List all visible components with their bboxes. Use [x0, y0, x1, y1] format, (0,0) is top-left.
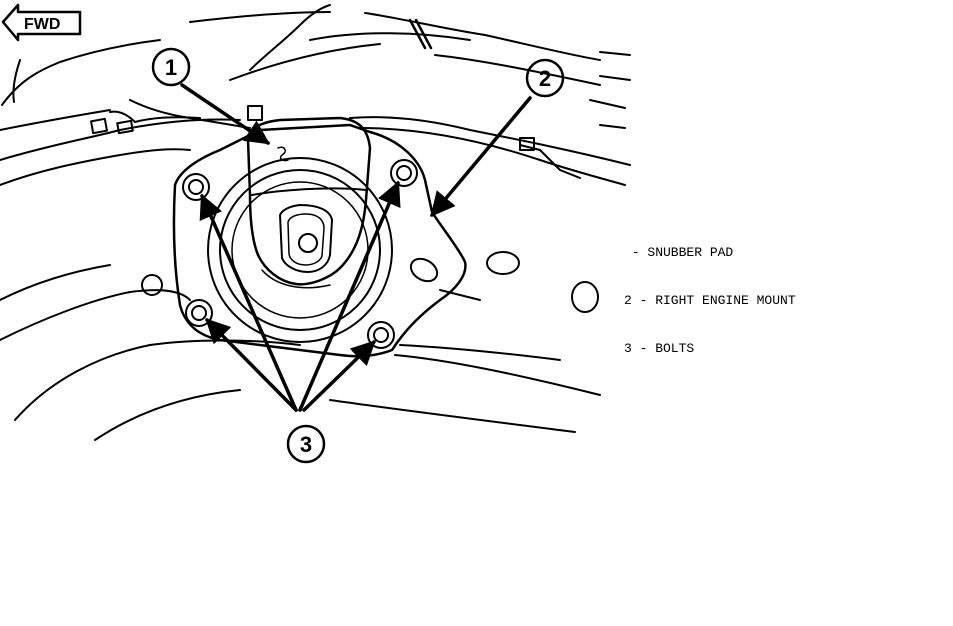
- fwd-label: FWD: [24, 16, 60, 33]
- legend-item-bolts: 3 - BOLTS: [624, 341, 695, 356]
- callout-2: 2: [525, 58, 565, 98]
- leader-arrow-3a: [199, 193, 298, 412]
- callout-1-number: 1: [165, 55, 177, 80]
- bolts: [182, 159, 418, 349]
- callout-2-number: 2: [539, 66, 551, 91]
- bolt-bottom-left: [185, 299, 213, 327]
- callout-3-number: 3: [300, 432, 312, 457]
- bolt-top-right: [390, 159, 418, 187]
- parts-legend: - SNUBBER PAD 2 - RIGHT ENGINE MOUNT 3 -…: [624, 213, 796, 373]
- callout-1: 1: [151, 47, 191, 87]
- leader-arrow-1: [180, 83, 271, 145]
- legend-item-snubber-pad: - SNUBBER PAD: [624, 245, 734, 260]
- leader-arrows: [180, 83, 532, 412]
- bolt-bottom-right: [367, 321, 395, 349]
- leader-arrow-3c: [298, 180, 401, 412]
- snubber-pad: [246, 116, 372, 289]
- callout-3: 3: [286, 424, 326, 464]
- leader-arrow-3d: [302, 340, 376, 412]
- leader-arrow-2: [430, 96, 532, 217]
- bolt-top-left: [182, 173, 210, 201]
- right-engine-mount: [172, 123, 467, 358]
- vehicle-frame-lines: [0, 4, 631, 441]
- fwd-direction-badge: FWD: [1, 3, 82, 42]
- legend-item-right-engine-mount: 2 - RIGHT ENGINE MOUNT: [624, 293, 796, 308]
- leader-arrow-3b: [205, 318, 298, 412]
